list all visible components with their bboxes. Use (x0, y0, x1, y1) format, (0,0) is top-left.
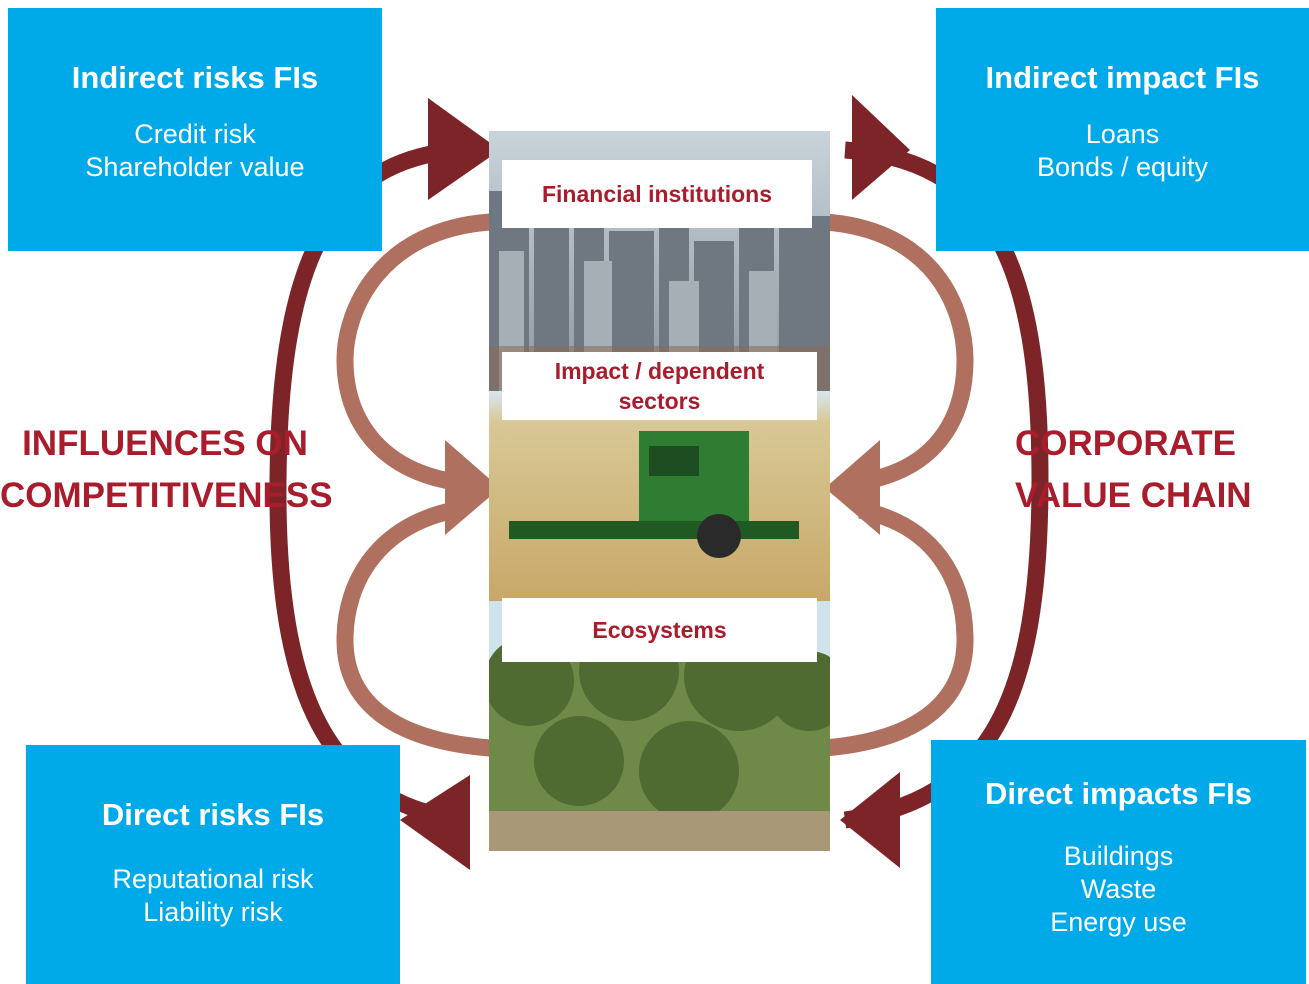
indirect-risks-line-1: Credit risk (134, 119, 256, 149)
outer-arrowhead-bottom-right (840, 772, 900, 868)
influences-line-1: INFLUENCES ON (22, 424, 308, 463)
value-chain-label: CORPORATE VALUE CHAIN (1015, 418, 1255, 522)
direct-impacts-line-2: Waste (1080, 874, 1157, 904)
direct-risks-line-1: Reputational risk (112, 864, 314, 894)
direct-risks-title: Direct risks FIs (101, 797, 325, 832)
financial-institutions-label: Financial institutions (502, 160, 812, 228)
outer-arrowhead-top-left (428, 98, 500, 200)
indirect-risks-title: Indirect risks FIs (71, 60, 319, 95)
sectors-line-2: sectors (618, 388, 701, 414)
ecosystems-label: Ecosystems (502, 598, 817, 662)
influences-line-2: COMPETITIVENESS (0, 476, 333, 515)
indirect-risks-box: Indirect risks FIs Credit risk Sharehold… (8, 8, 382, 251)
sectors-line-1: Impact / dependent (554, 358, 765, 384)
direct-impacts-line-3: Energy use (1050, 907, 1187, 937)
outer-arrowhead-top-right (852, 95, 910, 200)
value-chain-line-1: CORPORATE (1015, 424, 1237, 463)
direct-impacts-title: Direct impacts FIs (984, 776, 1253, 811)
indirect-impact-box: Indirect impact FIs Loans Bonds / equity (936, 8, 1309, 251)
harvester-photo (489, 391, 830, 601)
indirect-impact-line-1: Loans (1085, 119, 1160, 149)
indirect-risks-line-2: Shareholder value (85, 152, 305, 182)
inner-loop-lower-left (336, 501, 491, 757)
inner-loop-upper-right (824, 213, 974, 491)
center-image-column (489, 131, 830, 851)
inner-arrowhead-left (445, 440, 500, 535)
value-chain-line-2: VALUE CHAIN (1015, 476, 1252, 515)
influences-label: INFLUENCES ON COMPETITIVENESS (0, 418, 333, 522)
direct-impacts-line-1: Buildings (1063, 841, 1174, 871)
direct-risks-box: Direct risks FIs Reputational risk Liabi… (26, 745, 400, 984)
indirect-impact-title: Indirect impact FIs (985, 60, 1260, 95)
direct-impacts-box: Direct impacts FIs Buildings Waste Energ… (931, 740, 1306, 984)
impact-dependent-sectors-label: Impact / dependent sectors (502, 352, 817, 420)
inner-loop-upper-left (336, 213, 491, 491)
inner-loop-lower-right (824, 501, 974, 757)
outer-arrowhead-bottom-left (400, 775, 470, 870)
direct-risks-line-2: Liability risk (143, 897, 283, 927)
inner-arrowhead-right (825, 440, 880, 535)
indirect-impact-line-2: Bonds / equity (1036, 152, 1209, 182)
